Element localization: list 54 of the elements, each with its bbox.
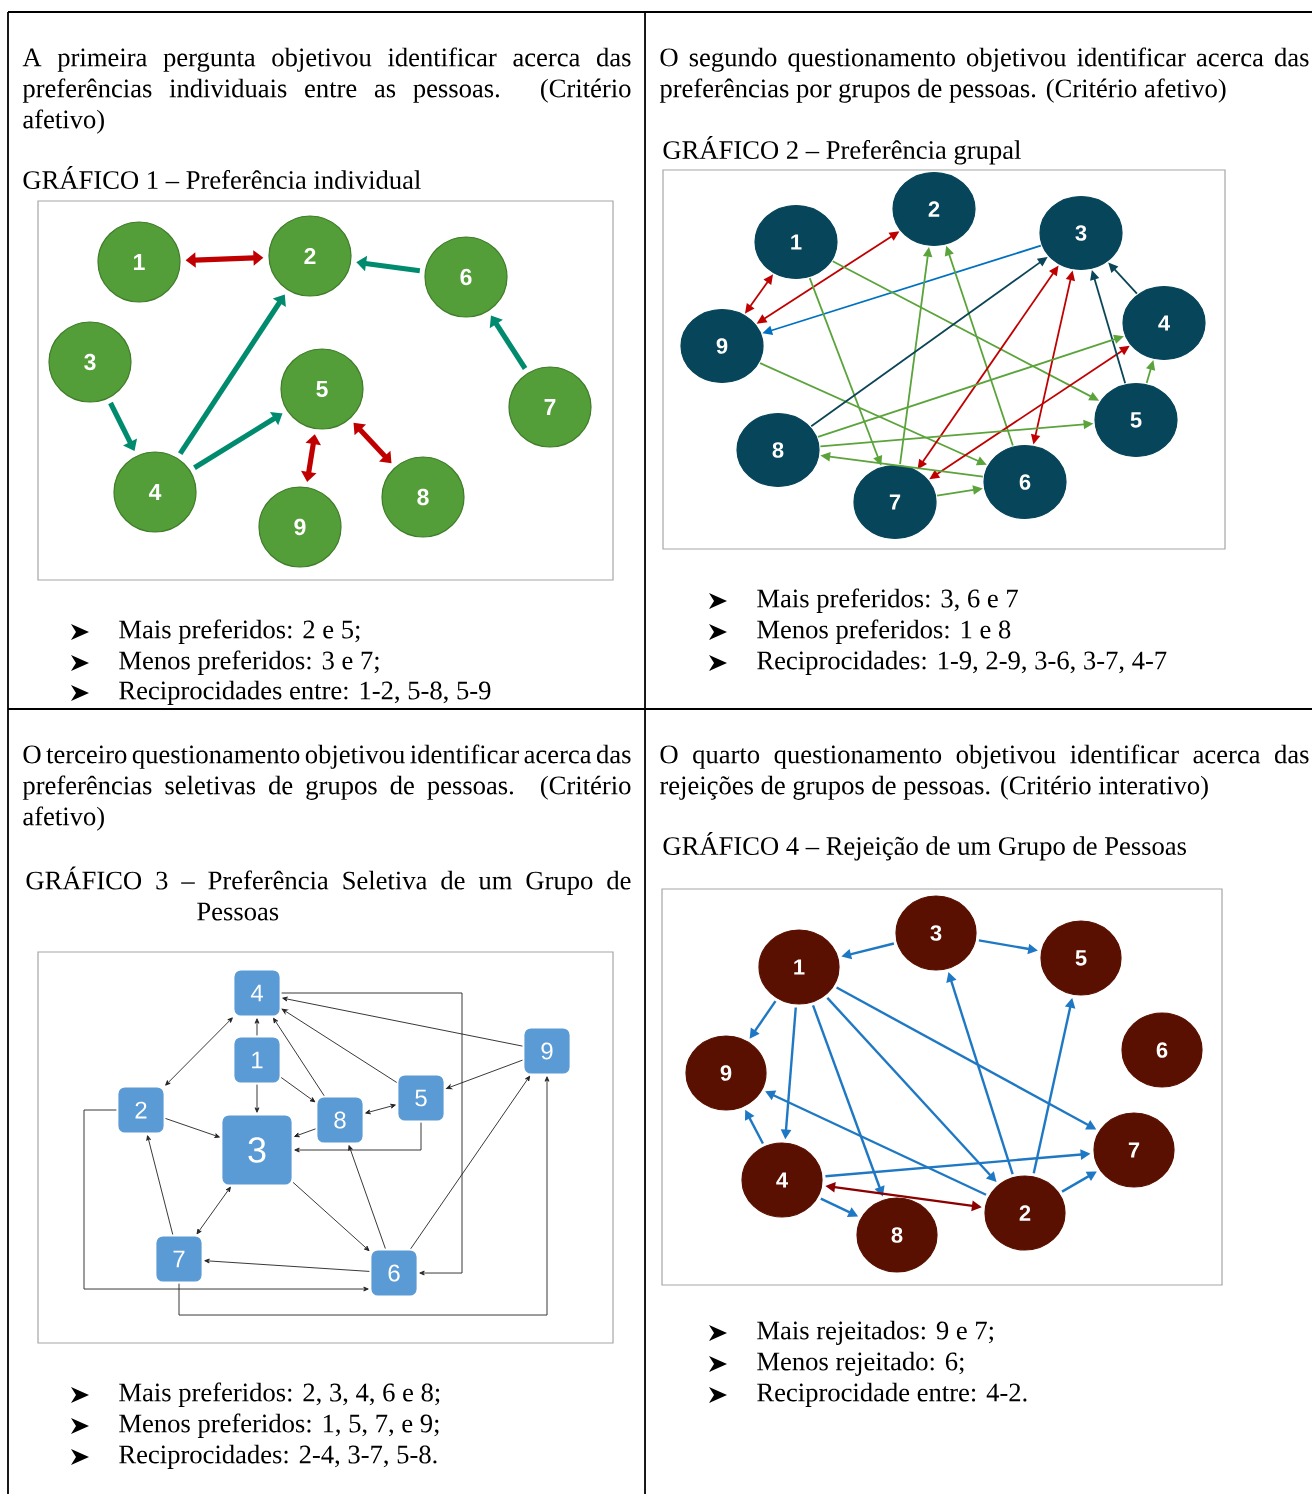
paragraph: O quarto questionamento objetivou identificar acerca das rejeições de grupos de pessoas. (Critério interativo) bbox=[659, 744, 1309, 800]
arrow bbox=[281, 1008, 398, 1083]
chart-title: GRÁFICO 4 – Rejeição de um Grupo de Pessoas bbox=[663, 831, 1186, 861]
arrow bbox=[165, 1118, 220, 1138]
arrow bbox=[146, 1135, 174, 1235]
paragraph: A primeira pergunta objetivou identificar acerca das preferências individuais entre as pessoas. (Critério afetivo) bbox=[22, 47, 631, 134]
arrow bbox=[83, 1109, 369, 1292]
bullet-item: Reciprocidades entre: 1-2, 5-8, 5-9 bbox=[119, 680, 491, 705]
arrow bbox=[178, 1076, 550, 1316]
chart-title: GRÁFICO 1 – Preferência individual bbox=[23, 165, 421, 189]
bullet-item: Mais rejeitados: 9 e 7; bbox=[757, 1320, 993, 1345]
arrow bbox=[254, 1084, 260, 1113]
node-box: 7 bbox=[156, 1236, 202, 1282]
bullet-item: Menos preferidos: 1, 5, 7, e 9; bbox=[119, 1413, 439, 1438]
bullet-item: Mais preferidos: 2, 3, 4, 6 e 8; bbox=[119, 1382, 440, 1407]
arrow bbox=[446, 1059, 523, 1090]
arrow bbox=[410, 1075, 531, 1250]
arrow bbox=[348, 1145, 386, 1249]
arrow bbox=[196, 1186, 231, 1235]
bullet-item: Mais preferidos: 2 e 5; bbox=[119, 619, 360, 644]
node-box: 8 bbox=[317, 1097, 363, 1143]
arrow bbox=[281, 992, 463, 1276]
arrow bbox=[280, 1077, 316, 1103]
paragraph: O terceiro questionamento objetivou identificar acerca das preferências seletivas de grupos de pessoas. (Critério afetivo) bbox=[22, 744, 631, 831]
paragraph: O segundo questionamento objetivou identificar acerca das preferências por grupos de pessoas. (Critério afetivo) bbox=[659, 47, 1309, 103]
chart-title: GRÁFICO 2 – Preferência grupal bbox=[663, 135, 1021, 165]
bullet-item: Menos preferidos: 1 e 8 bbox=[757, 619, 1011, 644]
bullet-item: Menos preferidos: 3 e 7; bbox=[119, 650, 379, 675]
chart-title: GRÁFICO 3 – Preferência Seletiva de um Grupo de Pessoas bbox=[26, 866, 631, 921]
arrow bbox=[165, 1017, 233, 1086]
node-box: 1 bbox=[234, 1037, 280, 1083]
arrow bbox=[204, 1258, 370, 1272]
node-box: 2 bbox=[118, 1087, 164, 1133]
arrow bbox=[292, 1181, 370, 1252]
bullet-item: Menos rejeitado: 6; bbox=[757, 1351, 964, 1376]
arrow bbox=[178, 294, 286, 456]
arrow bbox=[254, 1018, 260, 1036]
arrow bbox=[108, 401, 138, 451]
arrow bbox=[273, 1017, 325, 1097]
node-box: 4 bbox=[234, 970, 280, 1016]
node-box: 3 bbox=[222, 1115, 292, 1185]
bullet-item: Reciprocidades: 2-4, 3-7, 5-8. bbox=[119, 1444, 437, 1469]
node-box: 5 bbox=[398, 1075, 444, 1121]
arrow bbox=[353, 422, 392, 464]
bullet-item: Reciprocidades: 1-9, 2-9, 3-6, 3-7, 4-7 bbox=[757, 650, 1167, 675]
bullet-item: Mais preferidos: 3, 6 e 7 bbox=[757, 588, 1018, 613]
arrow bbox=[294, 1122, 422, 1153]
bullet-item: Reciprocidade entre: 4-2. bbox=[757, 1382, 1027, 1407]
node-box: 9 bbox=[524, 1028, 570, 1074]
arrow bbox=[193, 411, 283, 470]
arrow bbox=[365, 1103, 396, 1115]
node-box: 6 bbox=[371, 1250, 417, 1296]
arrow bbox=[282, 996, 523, 1047]
arrow bbox=[294, 1128, 316, 1138]
